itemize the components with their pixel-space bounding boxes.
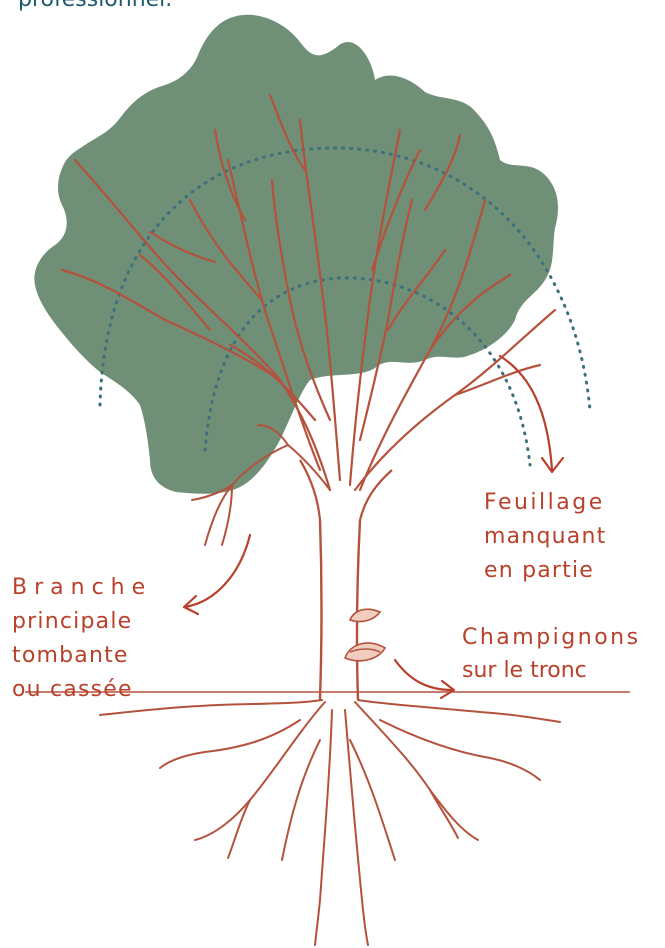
tree-roots bbox=[100, 700, 560, 945]
fungi-label-line1: Champignons bbox=[462, 623, 641, 652]
branch-label-line4: ou cassée bbox=[12, 675, 133, 704]
branch-arrow bbox=[184, 535, 250, 614]
fungi-on-trunk bbox=[345, 609, 385, 661]
foliage-label-line1: Feuillage bbox=[484, 488, 605, 517]
foliage-label-line3: en partie bbox=[484, 556, 594, 585]
foliage-label-line2: manquant bbox=[484, 522, 606, 551]
upper-mushroom bbox=[350, 609, 380, 621]
tree-trunk bbox=[320, 520, 360, 700]
branch-label-line3: tombante bbox=[12, 641, 129, 670]
fungi-label-line2: sur le tronc bbox=[462, 656, 587, 685]
branch-label-line2: principale bbox=[12, 607, 132, 636]
branch-label-line1: Branche bbox=[12, 573, 152, 602]
tree-canopy bbox=[34, 15, 558, 494]
